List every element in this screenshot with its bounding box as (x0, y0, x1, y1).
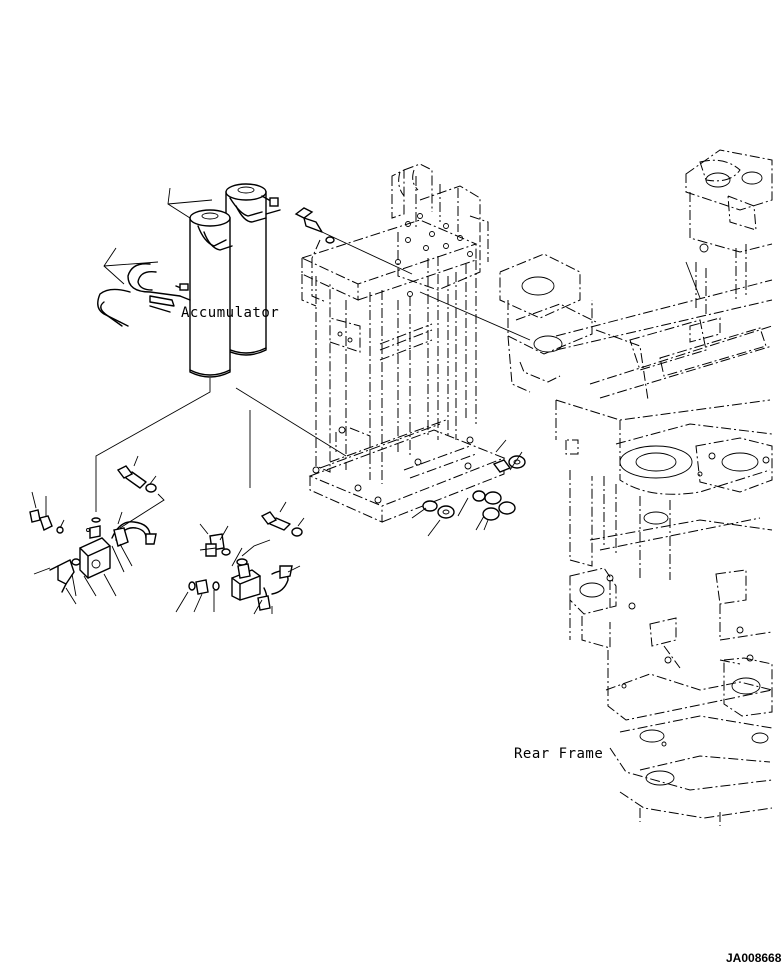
frame-nuts (411, 439, 526, 537)
valve-mounting-frame (300, 163, 506, 523)
accumulator-assembly (95, 183, 281, 512)
accumulator-label: Accumulator (181, 305, 279, 321)
rear-frame-label: Rear Frame (514, 746, 603, 762)
rear-frame (499, 149, 773, 826)
left-fittings-group (29, 455, 165, 605)
drawing-code: JA008668 (726, 951, 782, 965)
middle-fittings-group (175, 501, 305, 615)
top-mounting-bolt (294, 207, 413, 275)
